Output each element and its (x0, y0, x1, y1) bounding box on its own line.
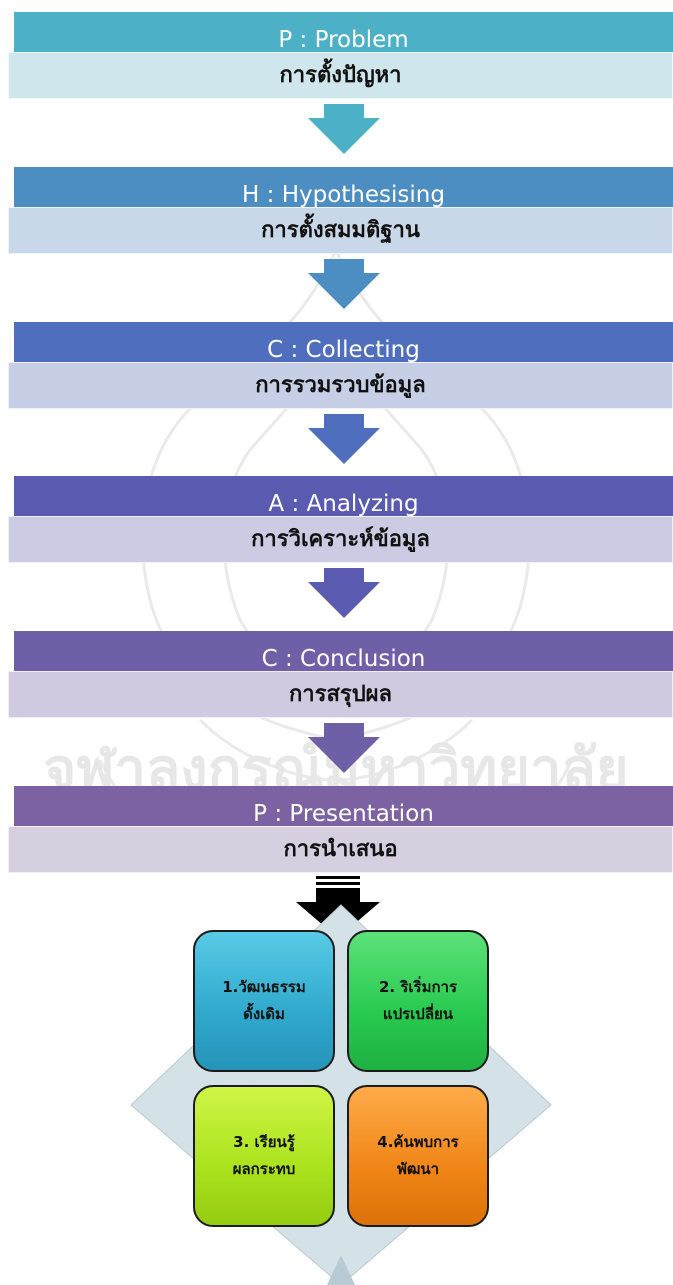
tile-text-line: ผลกระทบ (232, 1160, 296, 1178)
flow-arrow-down-icon (308, 723, 380, 773)
tile-text-line: แปรเปลี่ยน (382, 1005, 454, 1023)
step-label: การนำเสนอ (8, 826, 673, 873)
tile-text-line: 1.วัฒนธรรม (222, 978, 306, 996)
flow-arrow-down-icon (308, 259, 380, 309)
step-hypothesising: H : Hypothesising การตั้งสมมติฐาน (0, 167, 673, 309)
flow-arrow-down-icon (308, 104, 380, 154)
step-collecting: C : Collecting การรวมรวบข้อมูล (0, 322, 673, 464)
outcome-tile-traditional-culture: 1.วัฒนธรรม ดั้งเดิม (193, 930, 335, 1072)
step-label: การตั้งปัญหา (8, 52, 673, 99)
tile-text-line: 3. เรียนรู้ (233, 1133, 295, 1151)
tile-text-line: 4.ค้นพบการ (377, 1133, 459, 1151)
step-label: การสรุปผล (8, 671, 673, 718)
tile-text-line: พัฒนา (396, 1160, 440, 1178)
step-label: การรวมรวบข้อมูล (8, 362, 673, 409)
tile-text-line: ดั้งเดิม (243, 1005, 285, 1023)
tile-text-line: 2. ริเริ่มการ (378, 978, 458, 996)
outcome-tile-learn-impact: 3. เรียนรู้ ผลกระทบ (193, 1085, 335, 1227)
step-label: การวิเคราะห์ข้อมูล (8, 516, 673, 563)
step-conclusion: C : Conclusion การสรุปผล (0, 631, 673, 773)
step-problem: P : Problem การตั้งปัญหา (0, 12, 673, 154)
flow-arrow-down-icon (308, 414, 380, 464)
outcome-tile-initiate-change: 2. ริเริ่มการ แปรเปลี่ยน (347, 930, 489, 1072)
step-presentation: P : Presentation การนำเสนอ (0, 786, 673, 926)
step-analyzing: A : Analyzing การวิเคราะห์ข้อมูล (0, 476, 673, 618)
flow-arrow-down-icon (308, 568, 380, 618)
outcome-tile-discover-development: 4.ค้นพบการ พัฒนา (347, 1085, 489, 1227)
step-label: การตั้งสมมติฐาน (8, 207, 673, 254)
